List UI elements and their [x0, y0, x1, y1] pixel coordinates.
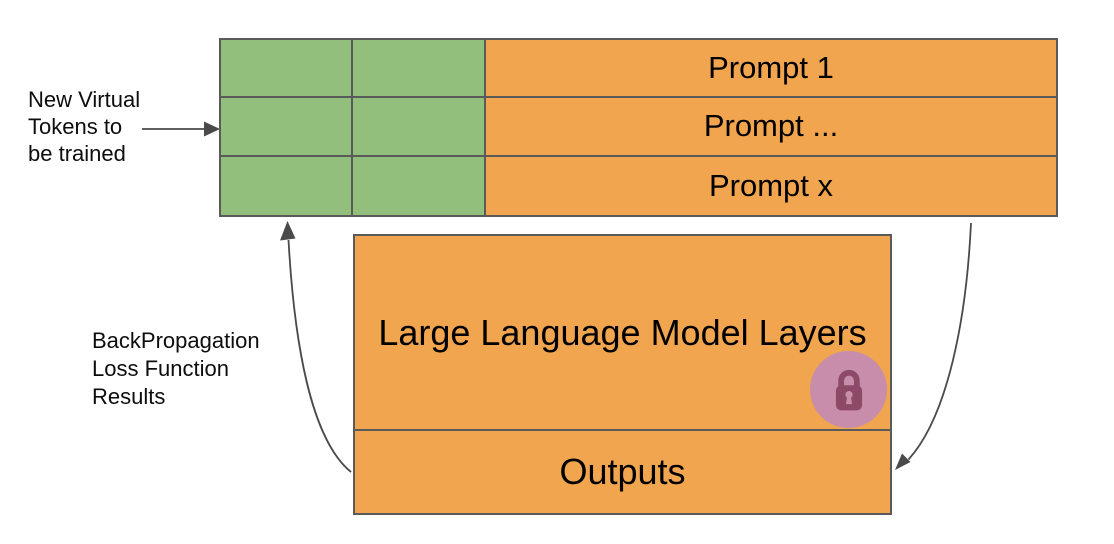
virtual-tokens-label: New Virtual Tokens to be trained	[28, 87, 141, 166]
prompt-cell: Prompt x	[486, 156, 1056, 215]
llm-title: Large Language Model Layers	[378, 311, 867, 353]
virtual-token-cell	[353, 40, 486, 99]
virtual-tokens-arrow	[142, 121, 220, 137]
outputs-section: Outputs	[355, 431, 890, 513]
virtual-token-cell	[353, 98, 486, 157]
lock-icon	[810, 351, 887, 428]
backprop-arrow	[280, 221, 352, 473]
virtual-token-cell	[353, 156, 486, 215]
llm-layers-section: Large Language Model Layers	[355, 236, 890, 431]
prompt-table: Prompt 1 Prompt ... Prompt x	[219, 38, 1058, 217]
prompt-to-output-arrow	[895, 222, 972, 470]
virtual-token-cell	[221, 40, 353, 99]
backprop-label: BackPropagation Loss Function Results	[92, 328, 260, 409]
prompt-cell: Prompt ...	[486, 98, 1056, 157]
virtual-token-cell	[221, 156, 353, 215]
llm-box: Large Language Model Layers Outputs	[353, 234, 892, 515]
virtual-token-cell	[221, 98, 353, 157]
prompt-cell: Prompt 1	[486, 40, 1056, 99]
outputs-label: Outputs	[559, 451, 686, 492]
